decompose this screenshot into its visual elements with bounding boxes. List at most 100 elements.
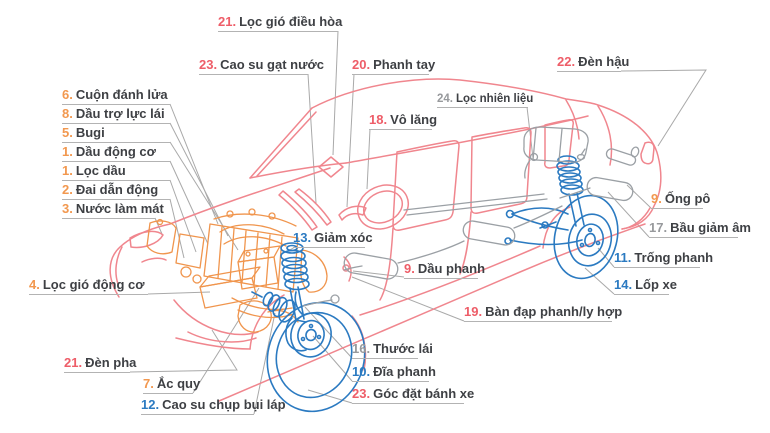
leader-line-14-19 xyxy=(584,267,615,295)
part-label-9-14: 9.Ống pô xyxy=(651,191,710,209)
part-number: 21. xyxy=(64,355,83,370)
part-number: 9. xyxy=(404,261,415,276)
leader-line-23-1 xyxy=(307,73,317,204)
part-number: 24. xyxy=(437,93,453,105)
part-name: Lọc dầu xyxy=(75,163,126,178)
leader-line-21-0 xyxy=(332,30,339,156)
leader-line-1-10 xyxy=(169,179,197,253)
part-label-19-20: 19.Bàn đạp phanh/ly hợp xyxy=(464,304,622,322)
part-name: Vô lăng xyxy=(390,112,438,127)
leader-line-11-18 xyxy=(597,247,615,268)
part-label-11-18: 11.Trống phanh xyxy=(614,250,713,268)
part-name: Dầu động cơ xyxy=(75,144,156,159)
part-number: 14. xyxy=(614,277,633,292)
part-name: Cao su chụp bụi láp xyxy=(162,397,286,412)
part-label-7-24: 7.Ắc quy xyxy=(143,376,200,394)
part-label-17-15: 17.Bầu giảm âm xyxy=(649,220,751,238)
part-number: 21. xyxy=(218,14,237,29)
part-label-9-17: 9.Dầu phanh xyxy=(404,261,485,279)
part-number: 17. xyxy=(649,220,668,235)
part-label-21-22: 21.Đèn pha xyxy=(64,355,136,373)
part-label-18-5: 18.Vô lăng xyxy=(369,112,437,130)
part-label-13-16: 13.Giảm xóc xyxy=(293,230,373,248)
part-label-21-0: 21.Lọc gió điều hòa xyxy=(218,14,342,32)
part-label-10-23: 10.Đĩa phanh xyxy=(352,364,436,382)
leader-lines-layer xyxy=(129,30,707,415)
leader-line-23-25 xyxy=(307,389,353,404)
part-number: 5. xyxy=(62,125,73,140)
part-name: Phanh tay xyxy=(373,57,436,72)
part-label-5-8: 5.Bugi xyxy=(62,125,170,143)
part-name: Đèn pha xyxy=(85,355,137,370)
part-label-14-19: 14.Lốp xe xyxy=(614,277,677,295)
part-number: 12. xyxy=(141,397,160,412)
part-name: Cuộn đánh lửa xyxy=(75,87,168,102)
part-name: Góc đặt bánh xe xyxy=(373,386,475,401)
part-name: Trống phanh xyxy=(634,250,714,265)
part-name: Thước lái xyxy=(373,341,433,356)
leader-line-9-14 xyxy=(626,184,652,209)
part-label-23-25: 23.Góc đặt bánh xe xyxy=(352,386,474,404)
part-name: Bugi xyxy=(75,125,105,140)
part-number: 9. xyxy=(651,191,662,206)
leader-line-5-8 xyxy=(169,141,239,251)
part-number: 8. xyxy=(62,106,73,121)
leader-line-20-2 xyxy=(346,73,355,208)
part-label-23-1: 23.Cao su gạt nước xyxy=(199,57,324,75)
part-number: 22. xyxy=(557,54,576,69)
part-name: Lọc nhiên liệu xyxy=(456,93,534,105)
part-number: 10. xyxy=(352,364,371,379)
part-label-6-6: 6.Cuộn đánh lửa xyxy=(62,87,170,105)
part-name: Dầu trợ lực lái xyxy=(75,106,165,121)
part-name: Bàn đạp phanh/ly hợp xyxy=(485,304,623,319)
part-label-1-10: 1.Lọc dầu xyxy=(62,163,170,181)
part-number: 19. xyxy=(464,304,483,319)
part-number: 11. xyxy=(614,250,632,265)
part-number: 7. xyxy=(143,376,154,391)
part-name: Bầu giảm âm xyxy=(670,220,751,235)
leader-line-21-22 xyxy=(129,329,238,373)
leader-line-22-3 xyxy=(620,69,707,147)
rear-suspension-group xyxy=(504,155,619,280)
part-label-4-13: 4.Lọc gió động cơ xyxy=(29,277,148,295)
part-name: Lốp xe xyxy=(635,277,677,292)
part-number: 2. xyxy=(62,182,73,197)
part-number: 16. xyxy=(352,341,371,356)
part-label-16-21: 16.Thước lái xyxy=(352,341,433,359)
part-label-2-11: 2.Đai dẫn động xyxy=(62,182,170,200)
part-name: Nước làm mát xyxy=(75,201,164,216)
part-label-3-12: 3.Nước làm mát xyxy=(62,201,164,219)
part-number: 1. xyxy=(62,163,73,178)
part-name: Lọc gió điều hòa xyxy=(239,14,343,29)
part-label-24-4: 24.Lọc nhiên liệu xyxy=(437,92,533,108)
part-name: Đai dẫn động xyxy=(75,182,159,197)
part-label-22-3: 22.Đèn hậu xyxy=(557,54,629,72)
part-name: Lọc gió động cơ xyxy=(42,277,145,292)
leader-line-16-21 xyxy=(304,306,353,359)
leader-line-12-26 xyxy=(253,312,276,415)
part-name: Ống pô xyxy=(664,191,711,206)
exhaust-fuel-group xyxy=(302,126,640,307)
leader-line-1-9 xyxy=(169,160,209,245)
part-name: Dầu phanh xyxy=(417,261,486,276)
part-name: Đèn hậu xyxy=(578,54,630,69)
leader-line-2-11 xyxy=(169,198,185,259)
front-suspension-group xyxy=(251,242,366,413)
part-name: Đĩa phanh xyxy=(373,364,436,379)
part-number: 13. xyxy=(293,230,312,245)
part-number: 23. xyxy=(352,386,371,401)
part-label-20-2: 20.Phanh tay xyxy=(352,57,435,75)
part-label-8-7: 8.Dầu trợ lực lái xyxy=(62,106,170,124)
part-name: Cao su gạt nước xyxy=(220,57,324,72)
leader-line-24-4 xyxy=(526,106,534,159)
part-label-1-9: 1.Dầu động cơ xyxy=(62,144,170,162)
part-number: 6. xyxy=(62,87,73,102)
part-number: 20. xyxy=(352,57,371,72)
part-number: 4. xyxy=(29,277,40,292)
part-label-12-26: 12.Cao su chụp bụi láp xyxy=(141,397,286,415)
part-name: Giảm xóc xyxy=(314,230,373,245)
part-number: 1. xyxy=(62,144,73,159)
